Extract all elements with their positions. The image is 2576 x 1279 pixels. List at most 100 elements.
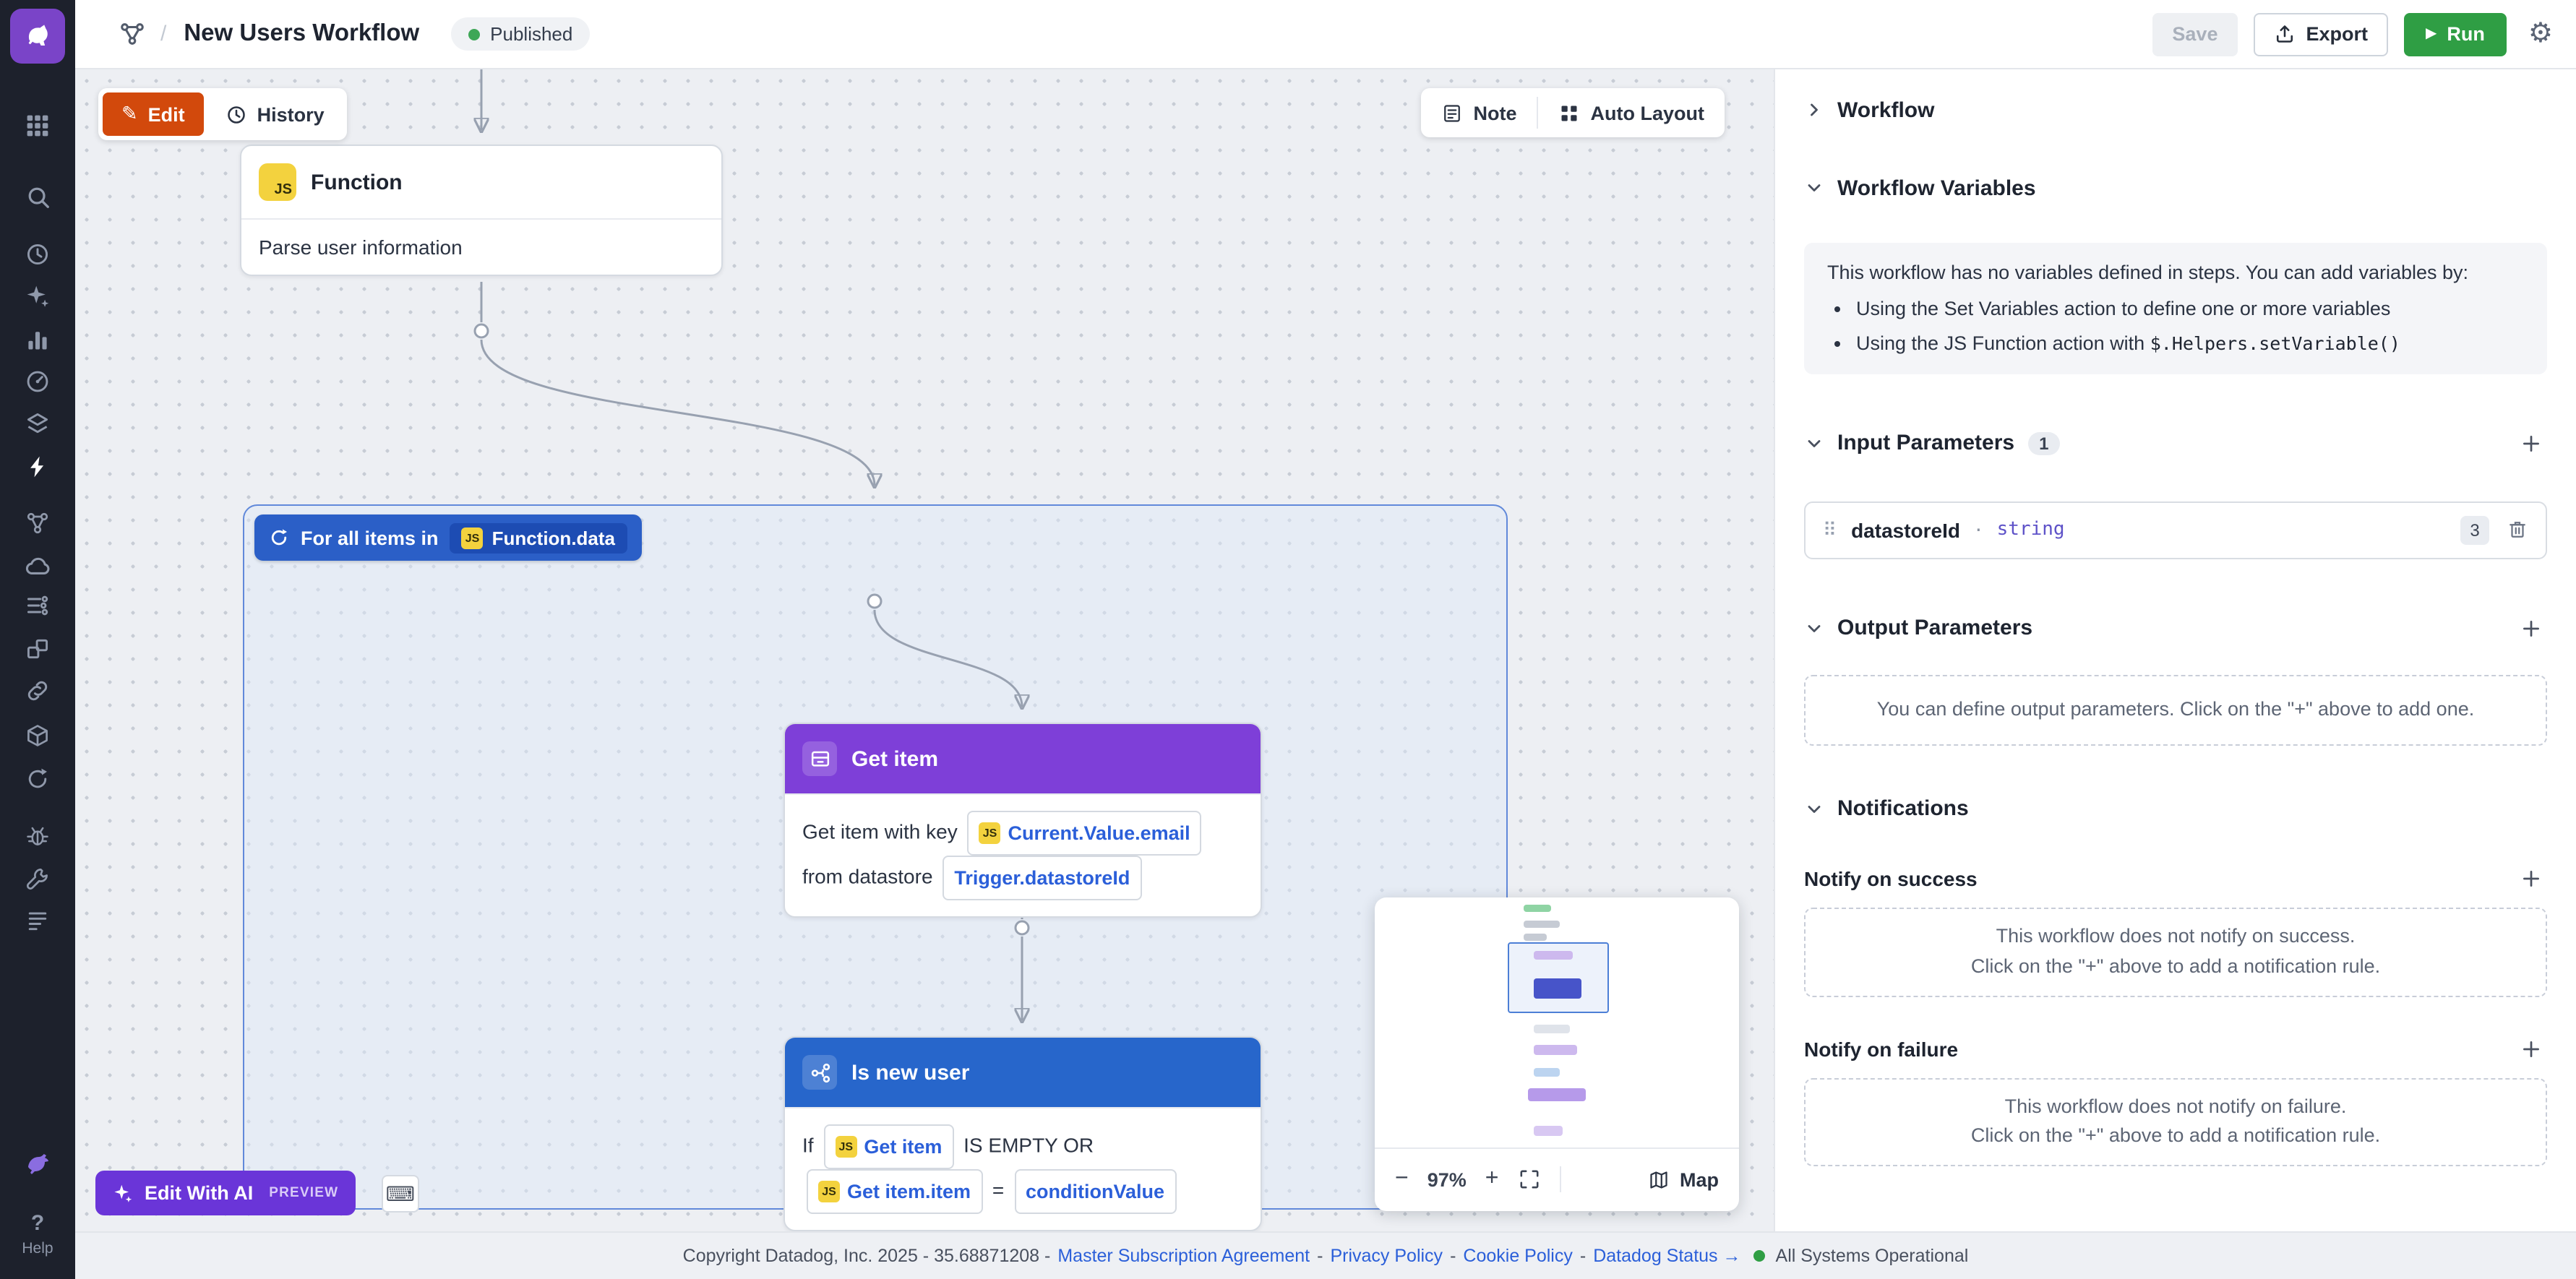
zoom-level[interactable]: 97% bbox=[1427, 1168, 1467, 1190]
package-icon bbox=[27, 725, 48, 746]
sidebar-item-integrations[interactable] bbox=[0, 673, 75, 708]
function-node[interactable]: JS Function Parse user information bbox=[240, 145, 723, 276]
parameter-usage-badge: 3 bbox=[2460, 515, 2489, 545]
sidebar-item-workflows[interactable] bbox=[0, 449, 75, 484]
datadog-logo[interactable] bbox=[10, 9, 65, 64]
datastore-icon bbox=[802, 741, 837, 776]
bar-chart-icon bbox=[28, 332, 47, 350]
mode-toolbar: ✎ Edit History bbox=[98, 88, 348, 140]
condition-right-chip[interactable]: JS Get item.item bbox=[807, 1169, 983, 1214]
auto-layout-icon bbox=[1562, 105, 1577, 121]
sidebar-item-bits[interactable] bbox=[0, 1145, 75, 1179]
section-output-parameters[interactable]: Output Parameters bbox=[1804, 611, 2547, 646]
add-input-parameter-button[interactable] bbox=[2515, 428, 2547, 460]
condition-value-chip[interactable]: conditionValue bbox=[1014, 1169, 1177, 1214]
edit-mode-button[interactable]: ✎ Edit bbox=[103, 92, 204, 136]
footer-link-status[interactable]: Datadog Status → bbox=[1593, 1246, 1741, 1266]
canvas-actions: Note Auto Layout bbox=[1421, 88, 1725, 137]
js-icon: JS bbox=[818, 1181, 840, 1202]
section-workflow[interactable]: Workflow bbox=[1804, 92, 2547, 127]
sidebar-item-dashboards[interactable] bbox=[0, 406, 75, 441]
auto-layout-button[interactable]: Auto Layout bbox=[1539, 88, 1725, 137]
add-output-parameter-button[interactable] bbox=[2515, 613, 2547, 645]
fit-to-screen-button[interactable] bbox=[1517, 1168, 1540, 1191]
js-icon: JS bbox=[259, 163, 296, 201]
sidebar-item-history[interactable] bbox=[0, 237, 75, 272]
edit-with-ai-button[interactable]: Edit With AI PREVIEW bbox=[95, 1171, 356, 1215]
cubes-icon bbox=[27, 639, 48, 659]
key-chip[interactable]: JS Current.Value.email bbox=[967, 811, 1202, 856]
sidebar-item-service-map[interactable] bbox=[0, 506, 75, 541]
fit-icon bbox=[1519, 1170, 1538, 1189]
footer-link-msa[interactable]: Master Subscription Agreement bbox=[1057, 1246, 1310, 1266]
keyboard-shortcuts-button[interactable]: ⌨ bbox=[382, 1175, 419, 1213]
gauge-icon bbox=[27, 371, 48, 392]
sidebar-item-packages[interactable] bbox=[0, 718, 75, 753]
node-title: Is new user bbox=[851, 1060, 970, 1085]
sidebar-item-pipelines[interactable] bbox=[0, 588, 75, 623]
cloud-icon bbox=[25, 556, 49, 574]
map-icon bbox=[1650, 1171, 1667, 1188]
workflow-canvas[interactable]: For all items in JS Function.data JS Fun… bbox=[75, 69, 1774, 1231]
minimap: − 97% + Map bbox=[1375, 897, 1739, 1211]
loop-icon bbox=[271, 529, 288, 546]
minimap-view[interactable] bbox=[1375, 897, 1739, 1149]
map-toggle-button[interactable]: Map bbox=[1648, 1168, 1719, 1190]
sidebar-item-containers[interactable] bbox=[0, 632, 75, 666]
sidebar-item-ai[interactable] bbox=[0, 279, 75, 314]
workflow-icon bbox=[121, 23, 144, 45]
sidebar-item-errors[interactable] bbox=[0, 818, 75, 853]
sidebar: ? Help bbox=[0, 0, 75, 1279]
node-title: Function bbox=[311, 170, 403, 194]
sidebar-item-apps[interactable] bbox=[0, 108, 75, 143]
sidebar-item-logs[interactable] bbox=[0, 903, 75, 938]
sidebar-item-search[interactable] bbox=[0, 179, 75, 214]
sparkle-icon bbox=[114, 1184, 132, 1202]
add-failure-notification-button[interactable] bbox=[2515, 1033, 2547, 1064]
save-button[interactable]: Save bbox=[2152, 12, 2238, 56]
history-button[interactable]: History bbox=[207, 92, 343, 136]
systems-status-text: All Systems Operational bbox=[1775, 1246, 1969, 1266]
failure-notification-empty-state: This workflow does not notify on failure… bbox=[1804, 1077, 2547, 1167]
sidebar-item-cloud[interactable] bbox=[0, 548, 75, 582]
export-button[interactable]: Export bbox=[2254, 12, 2388, 56]
add-success-notification-button[interactable] bbox=[2515, 862, 2547, 894]
zoom-out-button[interactable]: − bbox=[1395, 1166, 1409, 1191]
sidebar-item-metrics[interactable] bbox=[0, 322, 75, 357]
delete-parameter-button[interactable] bbox=[2507, 520, 2528, 541]
plus-icon bbox=[2523, 435, 2539, 452]
condition-node[interactable]: Is new user If JS Get item IS EMPTY OR J… bbox=[783, 1036, 1262, 1231]
section-notifications[interactable]: Notifications bbox=[1804, 791, 2547, 826]
inspector-panel: Workflow Workflow Variables This workflo… bbox=[1774, 69, 2576, 1231]
footer-link-cookie[interactable]: Cookie Policy bbox=[1463, 1246, 1573, 1266]
notify-on-failure-row: Notify on failure bbox=[1804, 1031, 2547, 1066]
sidebar-item-monitors[interactable] bbox=[0, 364, 75, 399]
footer-link-privacy[interactable]: Privacy Policy bbox=[1330, 1246, 1443, 1266]
loop-source-chip[interactable]: JS Function.data bbox=[450, 522, 627, 553]
question-icon: ? bbox=[30, 1210, 45, 1235]
chevron-down-icon bbox=[1808, 624, 1821, 632]
drag-handle[interactable]: ⠿ bbox=[1823, 518, 1837, 541]
condition-left-chip[interactable]: JS Get item bbox=[823, 1124, 954, 1169]
sidebar-item-sync[interactable] bbox=[0, 762, 75, 796]
note-button[interactable]: Note bbox=[1422, 88, 1537, 137]
mini-node bbox=[1534, 978, 1581, 999]
sidebar-item-settings-tools[interactable] bbox=[0, 861, 75, 896]
get-item-node[interactable]: Get item Get item with key JS Current.Va… bbox=[783, 723, 1262, 918]
breadcrumb-separator: / bbox=[160, 22, 167, 46]
section-workflow-variables[interactable]: Workflow Variables bbox=[1804, 171, 2547, 205]
help-label: Help bbox=[22, 1240, 53, 1257]
section-input-parameters[interactable]: Input Parameters 1 bbox=[1804, 426, 2547, 461]
datastore-chip[interactable]: Trigger.datastoreId bbox=[943, 856, 1142, 900]
plus-icon bbox=[2523, 870, 2539, 887]
main-area: / New Users Workflow Published Save Expo… bbox=[75, 0, 2576, 1279]
export-icon bbox=[2277, 25, 2293, 43]
sidebar-item-help[interactable]: ? bbox=[0, 1205, 75, 1240]
gear-icon[interactable]: ⚙ bbox=[2528, 19, 2553, 49]
input-parameter-row[interactable]: ⠿ datastoreId · string 3 bbox=[1804, 501, 2547, 559]
run-button[interactable]: ▶ Run bbox=[2404, 12, 2507, 56]
branch-icon bbox=[802, 1055, 837, 1090]
zoom-in-button[interactable]: + bbox=[1485, 1166, 1499, 1191]
loop-node-header[interactable]: For all items in JS Function.data bbox=[254, 514, 641, 561]
